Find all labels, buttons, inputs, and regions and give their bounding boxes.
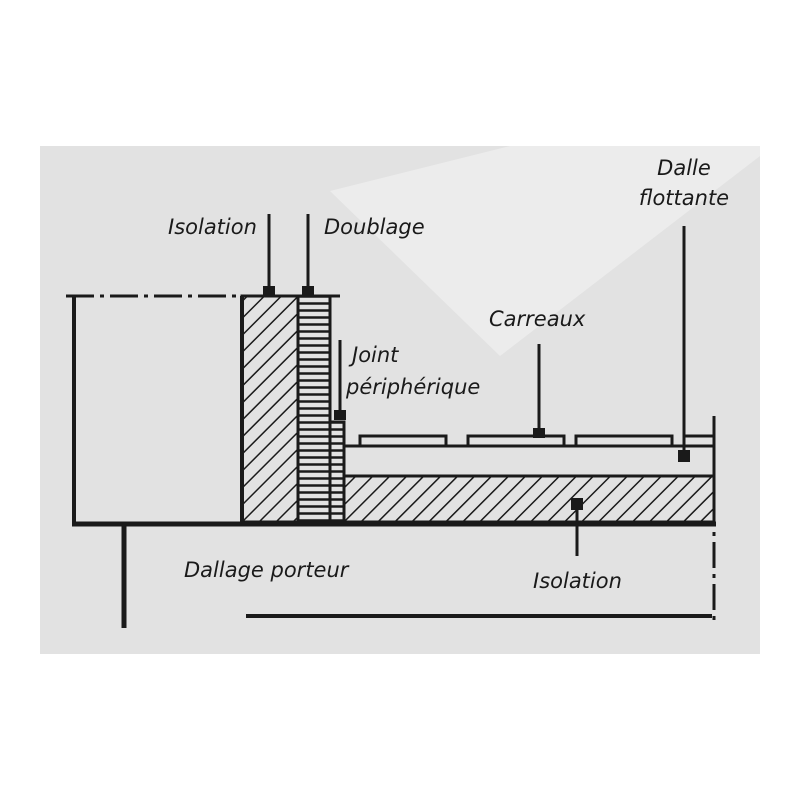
leader-isolation-wall (263, 214, 275, 296)
leader-joint (334, 340, 346, 420)
label-dallage-porteur: Dallage porteur (184, 558, 349, 582)
floor-insulation-layer (342, 474, 716, 524)
label-dalle-flottante-line2: flottante (638, 186, 730, 210)
label-joint-line2: périphérique (346, 375, 481, 399)
cross-section-drawing (66, 146, 760, 628)
label-carreaux: Carreaux (489, 307, 586, 331)
label-isolation-wall: Isolation (168, 215, 257, 239)
light-wedge (330, 146, 760, 356)
tile (466, 434, 566, 448)
doublage-layer (296, 294, 332, 524)
label-dalle-flottante-line1: Dalle (657, 156, 711, 180)
floating-slab-diagram: Isolation Doublage Dalle flottante Carre… (40, 146, 760, 654)
leader-dalle-flottante (678, 226, 690, 462)
perimeter-joint (328, 420, 346, 524)
wall-insulation-layer (240, 294, 300, 524)
tile (358, 434, 448, 448)
label-joint-line1: Joint (352, 343, 399, 367)
leader-carreaux (533, 344, 545, 438)
leader-doublage (302, 214, 314, 296)
leader-isolation-floor (571, 498, 583, 556)
tile (682, 434, 716, 448)
label-isolation-floor: Isolation (533, 569, 622, 593)
tile (574, 434, 674, 448)
floating-screed (342, 444, 716, 478)
label-doublage: Doublage (324, 215, 425, 239)
